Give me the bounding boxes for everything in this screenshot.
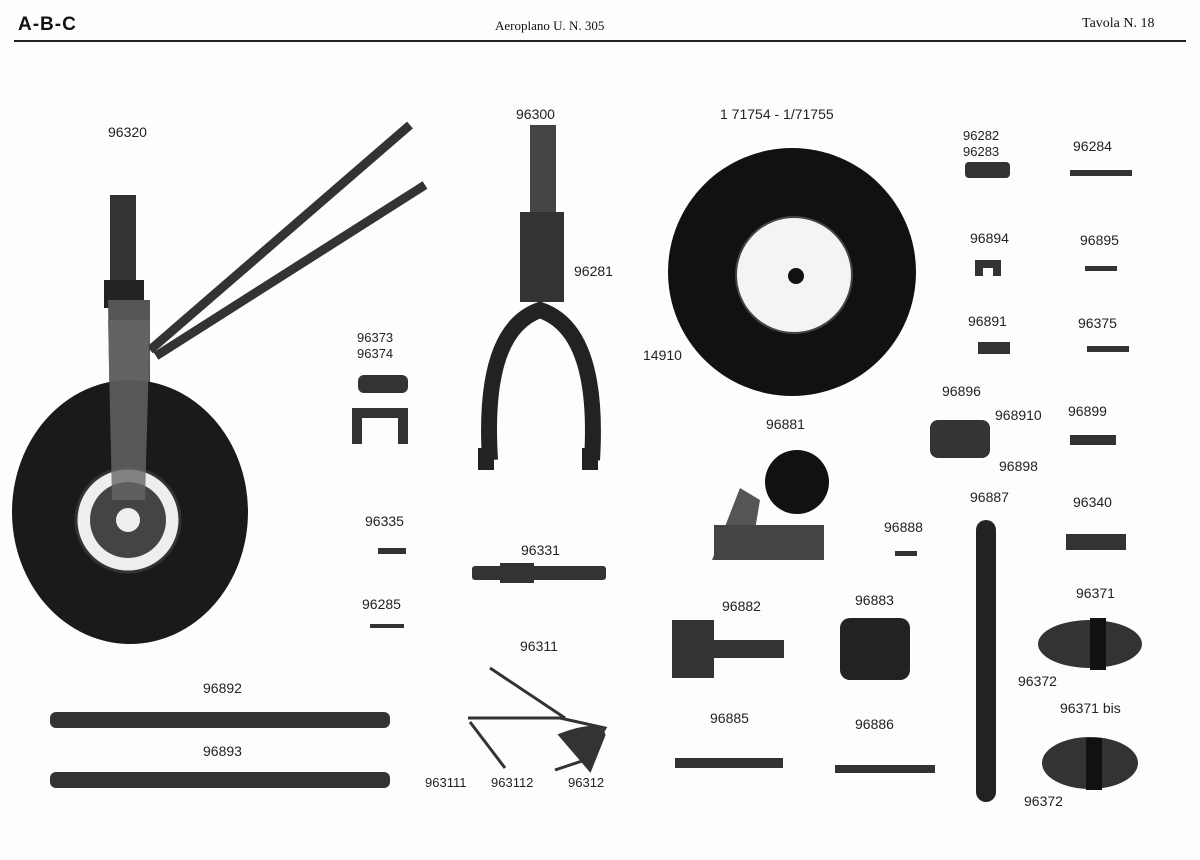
part-label-963112: 963112 [491,775,534,790]
part-label-96300: 96300 [516,106,555,122]
part-label-96893: 96893 [203,743,242,759]
plate-number: Tavola N. 18 [1082,16,1155,31]
fork-drawing [478,125,601,470]
part-label-96281: 96281 [574,263,613,279]
tube-drawings [50,712,390,788]
part-label-96886: 96886 [855,716,894,732]
part-label-96371-bis: 96371 bis [1060,700,1121,716]
part-label-96335: 96335 [365,513,404,529]
part-label-96371: 96371 [1076,585,1115,601]
part-label-96374: 96374 [357,346,394,361]
part-label-96887: 96887 [970,489,1009,505]
part-label-96283: 96283 [963,144,1000,159]
part-label-968910: 968910 [995,407,1042,423]
tail-wheel-drawing [668,148,916,396]
plate-header: A-B-C Aeroplano U. N. 305 Tavola N. 18 [0,0,1200,42]
part-label-96896: 96896 [942,383,981,399]
part-label-96282: 96282 [963,128,1000,143]
clamp-drawings [1038,618,1142,790]
part-label-96320: 96320 [108,124,147,140]
part-label-96373: 96373 [357,330,394,345]
aircraft-title: Aeroplano U. N. 305 [495,18,605,33]
part-label-96883: 96883 [855,592,894,608]
part-label-96898: 96898 [999,458,1038,474]
part-label-96372-lower: 96372 [1024,793,1063,809]
part-label-71754: 1 71754 - 1/71755 [720,106,834,122]
part-label-96899: 96899 [1068,403,1107,419]
part-label-14910: 14910 [643,347,682,363]
strut-drawing [976,520,996,802]
parts-illustration [12,121,1142,802]
part-label-96888: 96888 [884,519,923,535]
small-hardware-drawings [352,162,1132,628]
header-rule [14,40,1186,42]
part-label-96312: 96312 [568,775,605,790]
part-label-963111: 963111 [425,775,467,790]
part-label-96372-upper: 96372 [1018,673,1057,689]
part-label-96882: 96882 [722,598,761,614]
part-label-96311: 96311 [520,638,558,654]
bolt-and-sleeve-drawings [672,618,935,773]
part-label-96340: 96340 [1073,494,1112,510]
linkage-drawing [712,450,829,560]
catalog-code: A-B-C [18,14,77,35]
bracket-drawing [468,666,608,773]
part-label-96284: 96284 [1073,138,1112,154]
part-label-96892: 96892 [203,680,242,696]
part-label-96881: 96881 [766,416,805,432]
part-label-96285: 96285 [362,596,401,612]
part-label-96891: 96891 [968,313,1007,329]
part-label-96331: 96331 [521,542,560,558]
part-label-96375: 96375 [1078,315,1117,331]
part-label-96895: 96895 [1080,232,1119,248]
part-label-96885: 96885 [710,710,749,726]
main-gear-leg-drawing [12,121,428,644]
part-label-96894: 96894 [970,230,1009,246]
